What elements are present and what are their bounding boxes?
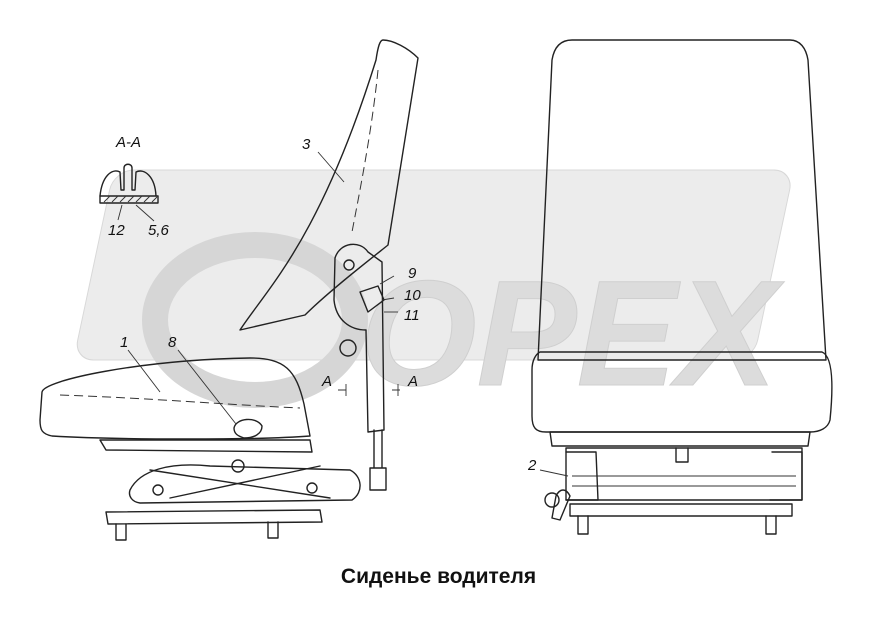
section-leader-left [117,204,123,221]
backrest-side [239,39,419,331]
leader-3 [317,151,345,183]
scissor-bolt-left [152,484,164,496]
cut-label-right: A [407,373,418,390]
base-rail-front [569,503,793,517]
backrest-front [537,39,827,361]
section-aa-detail: А-А 12 5,6 [99,134,170,239]
backrest-hidden-line [351,69,379,233]
fore-aft-lever [551,489,571,521]
scissor-pivot [231,459,245,473]
callout-10: 10 [404,287,421,304]
slide-bracket-right [769,451,803,501]
leader-8 [177,349,237,425]
height-adjust-knob [233,418,263,439]
callout-12: 12 [108,222,125,239]
seat-side-view: A A 1 8 3 9 10 11 [39,39,421,541]
gas-spring [369,429,387,491]
cut-mark-left [338,384,347,396]
base-foot-right [267,521,279,539]
backrest-bracket [333,243,385,433]
center-stud [675,447,689,463]
slide-rail-front [572,475,796,487]
scissor-bolt-right [306,482,318,494]
lever-knob [544,492,560,508]
leader-10 [381,297,395,301]
scissor-frame [128,464,361,504]
slide-frame-front [565,447,803,501]
section-base [99,195,159,204]
front-foot-left [577,515,589,535]
base-foot-left [115,523,127,541]
bracket-pivot [339,339,357,357]
scissor-arm-b [169,465,321,499]
leader-1 [127,349,161,393]
bracket-bolt-top [343,259,355,271]
drawing-caption: Сиденье водителя [340,565,537,588]
leader-2 [539,469,569,477]
cushion-side [39,357,311,440]
scissor-arm-a [149,469,331,499]
seat-front-view: 2 [527,39,833,535]
callout-3: 3 [302,136,311,153]
front-foot-right [765,515,777,535]
watermark: OPEX [76,169,791,418]
base-rail-side [105,509,323,525]
watermark-band [76,169,791,361]
seat-pan-front [549,431,811,447]
section-profile [99,163,157,197]
leader-9 [379,275,395,285]
section-label: А-А [115,134,141,151]
slide-bracket-left [565,451,599,501]
callout-8: 8 [168,334,177,351]
section-leader-right [135,204,155,222]
watermark-text: OPEX [360,249,785,417]
section-hatch [103,195,158,203]
callout-9: 9 [408,265,417,282]
seat-pan [99,439,313,453]
cushion-hidden-line [59,394,301,409]
cut-label-left: A [321,373,332,390]
callout-2: 2 [527,457,537,474]
callout-5-6: 5,6 [148,222,170,239]
cut-mark-right [392,384,400,396]
watermark-o-ring [142,232,368,408]
callout-1: 1 [120,334,128,351]
callout-11: 11 [404,307,420,324]
